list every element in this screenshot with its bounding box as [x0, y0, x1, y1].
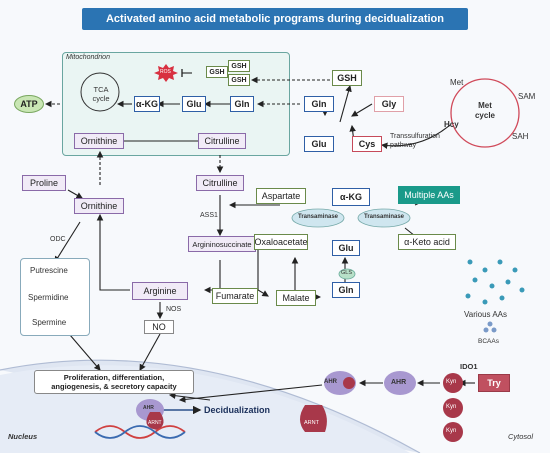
akg-mito-node: α-KG [134, 96, 160, 112]
argininosuccinate-node: Argininosuccinate [188, 236, 256, 252]
ornithine-node: Ornithine [74, 198, 124, 214]
sah-label: SAH [512, 132, 529, 141]
transaminase-enzyme-icon-2 [357, 208, 411, 228]
ido1-label: IDO1 [460, 362, 478, 371]
arrow-glu-gsh [339, 84, 352, 123]
kyn-molecule-icon-3 [443, 422, 463, 442]
arrow-polyamines-outcome [69, 334, 101, 371]
outcome-box: Proliferation, differentiation, angiogen… [34, 370, 194, 394]
ahr-label-bound: AHR [324, 379, 337, 385]
bcaas-label: BCAAs [478, 338, 499, 345]
transaminase-label-1: Transaminase [298, 214, 339, 220]
hcy-label: Hcy [444, 120, 459, 129]
arnt-label-cytosol: ARNT [304, 420, 319, 426]
multiple-aas-node: Multiple AAs [398, 186, 460, 204]
kyn-label-2: Kyn [446, 404, 457, 410]
ahr-label-cytosol: AHR [391, 379, 407, 386]
gln-mito-node: Gln [230, 96, 254, 112]
atp-node: ATP [14, 95, 44, 113]
met-label: Met [450, 78, 464, 87]
arrow-argininosuccinate-fumarate [257, 250, 269, 297]
kyn-bound-icon [343, 377, 355, 389]
kyn-molecule-icon-2 [443, 398, 463, 418]
dna-helix-icon [94, 425, 186, 439]
arrow-no-outcome [139, 333, 161, 371]
ahr-protein-icon-cytosol [384, 371, 416, 395]
sam-label: SAM [518, 92, 536, 101]
malate-node: Malate [276, 290, 316, 306]
cytosol-label: Cytosol [508, 432, 534, 441]
transaminase-label-2: Transaminase [364, 214, 405, 220]
arnt-label-nucleus: ARNT [148, 420, 162, 426]
gls-enzyme-icon [338, 268, 356, 280]
kyn-label-1: Kyn [446, 379, 457, 385]
arrow-hcy-cys [380, 124, 451, 149]
gly-node: Gly [374, 96, 404, 112]
nos-label: NOS [166, 306, 182, 313]
keto-acid-node: α-Keto acid [398, 234, 456, 250]
arginine-node: Arginine [132, 282, 188, 300]
ros-burst-icon [154, 64, 178, 82]
bcaas-dots-icon [483, 321, 497, 333]
arrow-ornithine-putrescine [54, 221, 81, 263]
glu2-node: Glu [332, 240, 360, 256]
putrescine-label: Putrescine [30, 266, 68, 275]
various-aas-label: Various AAs [464, 310, 507, 319]
arrow-argininosuccinate-arginine [203, 260, 221, 294]
gls-label: GLS [341, 270, 353, 276]
ahr-protein-icon-bound [324, 371, 356, 395]
spermidine-label: Spermidine [28, 293, 69, 302]
proline-node: Proline [22, 175, 66, 191]
tca-cycle-label: TCA cycle [92, 85, 110, 103]
mitochondrion-label: Mitochondrion [66, 54, 110, 61]
spermine-label: Spermine [32, 318, 67, 327]
ahr-label-nucleus: AHR [143, 405, 154, 411]
glu-mito-node: Glu [182, 96, 206, 112]
arrow-ahr-complex-dna [178, 384, 323, 403]
gsh-small-2: GSH [228, 60, 250, 72]
gln-node: Gln [304, 96, 334, 112]
ass1-label: ASS1 [200, 212, 218, 219]
citrulline-node: Citrulline [196, 175, 244, 191]
arnt-protein-icon [300, 405, 327, 432]
citrulline-mito-node: Citrulline [198, 133, 246, 149]
transsulfuration-label: Transsulfuration pathway [390, 133, 440, 149]
polyamines-container [20, 258, 90, 336]
cys-node: Cys [352, 136, 382, 152]
arnt-nucleus-icon [146, 412, 164, 430]
various-aas-dots-icon [465, 259, 525, 305]
gsh-node: GSH [332, 70, 362, 86]
no-node: NO [144, 320, 174, 334]
met-cycle-circle [450, 78, 520, 148]
gsh-small-1: GSH [206, 66, 228, 78]
gln2-node: Gln [332, 282, 360, 298]
arrow-gly-junction [351, 103, 373, 117]
diagram-title: Activated amino acid metabolic programs … [82, 8, 468, 30]
gsh-small-3: GSH [228, 74, 250, 86]
arrow-outcome-link [168, 392, 211, 401]
transaminase-enzyme-icon-1 [291, 208, 345, 228]
ros-label: ROS [160, 69, 171, 75]
ornithine-mito-node: Ornithine [74, 133, 124, 149]
fumarate-node: Fumarate [212, 288, 258, 304]
glu-node: Glu [304, 136, 334, 152]
aspartate-node: Aspartate [256, 188, 306, 204]
decidualization-label: Decidualization [204, 405, 271, 415]
odc-label: ODC [50, 236, 66, 243]
arrow-arginine-ornithine [96, 213, 130, 291]
met-cycle-label: Met cycle [474, 101, 496, 120]
try-node: Try [478, 374, 510, 392]
kyn-molecule-icon-1 [443, 373, 463, 393]
akg-node: α-KG [332, 188, 370, 206]
kyn-label-3: Kyn [446, 428, 457, 434]
arrow-proline-ornithine [67, 189, 83, 199]
tca-cycle-circle [80, 72, 120, 112]
nucleus-label: Nucleus [8, 432, 38, 441]
oxaloacetate-node: Oxaloacetate [254, 234, 308, 250]
